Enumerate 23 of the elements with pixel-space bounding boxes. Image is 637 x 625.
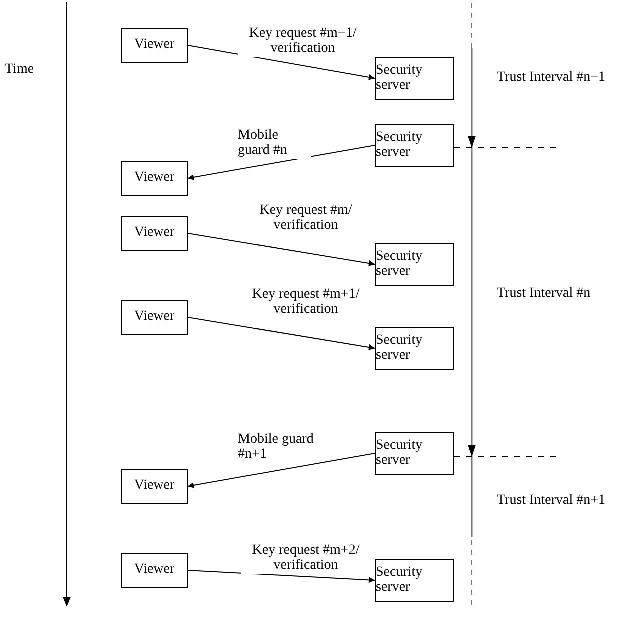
server-box: Security server <box>375 327 454 370</box>
interval-label: Trust Interval #n+1 <box>497 493 606 509</box>
arrow <box>188 570 376 584</box>
viewer-box: Viewer <box>121 469 188 504</box>
arrow <box>188 233 376 266</box>
viewer-box: Viewer <box>121 553 188 588</box>
arrow <box>188 453 376 488</box>
server-box: Security server <box>375 57 454 100</box>
server-box: Security server <box>375 243 454 286</box>
viewer-box: Viewer <box>121 161 188 196</box>
server-box: Security server <box>375 432 454 475</box>
viewer-box: Viewer <box>121 216 188 251</box>
interval-label: Trust Interval #n−1 <box>497 70 606 86</box>
viewer-box: Viewer <box>121 28 188 63</box>
arrow <box>188 317 376 350</box>
arrow <box>188 45 376 80</box>
viewer-box: Viewer <box>121 300 188 335</box>
server-box: Security server <box>375 124 454 167</box>
server-box: Security server <box>375 559 454 602</box>
interval-label: Trust Interval #n <box>497 286 591 302</box>
axis-label: Time <box>5 62 34 78</box>
arrow <box>188 145 376 180</box>
edge-label: Mobile guard #n <box>237 128 311 159</box>
